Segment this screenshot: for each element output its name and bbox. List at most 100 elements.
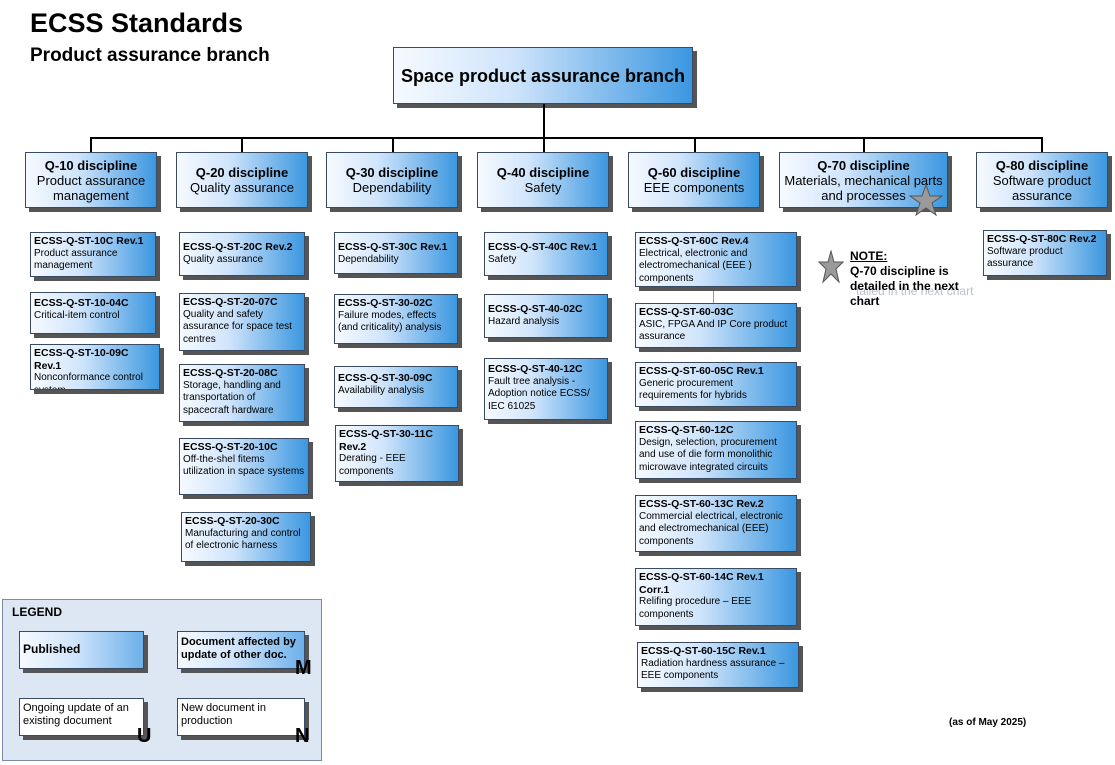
doc-title: Manufacturing and control of electronic … (185, 527, 301, 552)
doc-title: Electrical, electronic and electromechan… (639, 247, 752, 284)
doc-title: Design, selection, procurement and use o… (639, 436, 777, 473)
doc-title: Safety (488, 253, 517, 265)
discipline-name: Product assurance management (36, 173, 146, 203)
doc-title: Critical-item control (34, 309, 120, 321)
note-title: NOTE: (850, 249, 888, 263)
doc-box[interactable]: ECSS-Q-ST-60-12C Design, selection, proc… (635, 421, 797, 479)
doc-box[interactable]: ECSS-Q-ST-20-10C Off-the-shel fitems uti… (179, 438, 309, 495)
doc-box[interactable]: ECSS-Q-ST-40-02C Hazard analysis (484, 294, 608, 338)
note-ghost-text: tailed in the next chart (856, 284, 974, 298)
discipline-q10[interactable]: Q-10 discipline Product assurance manage… (25, 152, 157, 208)
doc-id: ECSS-Q-ST-40C Rev.1 (488, 241, 598, 253)
doc-box[interactable]: ECSS-Q-ST-10-09C Rev.1 Nonconformance co… (30, 344, 160, 390)
doc-box[interactable]: ECSS-Q-ST-20-08C Storage, handling and t… (179, 364, 305, 422)
discipline-q20[interactable]: Q-20 discipline Quality assurance (176, 152, 308, 208)
doc-box[interactable]: ECSS-Q-ST-20-07C Quality and safety assu… (179, 293, 305, 351)
doc-title: Derating - EEE components (339, 453, 406, 477)
doc-box[interactable]: ECSS-Q-ST-30-09C Availability analysis (334, 366, 458, 408)
doc-id: ECSS-Q-ST-60-05C Rev.1 (639, 365, 764, 377)
legend-letter-n: N (295, 725, 310, 747)
doc-box[interactable]: ECSS-Q-ST-60-15C Rev.1 Radiation hardnes… (637, 642, 799, 688)
doc-id: ECSS-Q-ST-20-07C (183, 296, 278, 308)
doc-id: ECSS-Q-ST-60-12C (639, 424, 734, 436)
discipline-name: Dependability (352, 180, 432, 195)
doc-title: Availability analysis (338, 384, 424, 396)
note-text: Q-70 discipline is detailed in the next … (850, 264, 959, 308)
doc-box[interactable]: ECSS-Q-ST-20C Rev.2 Quality assurance (179, 232, 305, 276)
connector-q20 (241, 137, 243, 153)
connector-root-down (543, 104, 545, 137)
discipline-name: EEE components (643, 180, 745, 195)
legend-new-label: New document in production (181, 702, 266, 727)
connector-q40 (543, 137, 545, 153)
legend-panel (2, 599, 322, 761)
doc-id: ECSS-Q-ST-30-11C Rev.2 (339, 428, 433, 453)
discipline-code: Q-80 discipline (995, 158, 1089, 173)
star-icon (818, 250, 844, 284)
discipline-name: Safety (524, 180, 562, 195)
legend-published-label: Published (23, 642, 81, 656)
doc-id: ECSS-Q-ST-30C Rev.1 (338, 241, 448, 253)
doc-box[interactable]: ECSS-Q-ST-40C Rev.1 Safety (484, 232, 608, 276)
doc-box[interactable]: ECSS-Q-ST-40-12C Fault tree analysis - A… (484, 358, 608, 420)
legend-ongoing-box: Ongoing update of an existing document (19, 698, 144, 736)
doc-id: ECSS-Q-ST-60-14C Rev.1 Corr.1 (639, 571, 764, 596)
doc-box[interactable]: ECSS-Q-ST-30C Rev.1 Dependability (334, 232, 458, 274)
discipline-code: Q-10 discipline (44, 158, 138, 173)
discipline-q40[interactable]: Q-40 discipline Safety (477, 152, 609, 208)
doc-box[interactable]: ECSS-Q-ST-30-02C Failure modes, effects … (334, 294, 458, 344)
connector-horizontal (90, 137, 1042, 139)
legend-title: LEGEND (12, 605, 63, 619)
doc-title: Radiation hardness assurance – EEE compo… (641, 657, 785, 682)
legend-ongoing-label: Ongoing update of an existing document (23, 702, 129, 727)
doc-id: ECSS-Q-ST-30-09C (338, 372, 433, 384)
root-box[interactable]: Space product assurance branch (393, 47, 693, 104)
discipline-code: Q-30 discipline (345, 165, 439, 180)
connector-q10 (90, 137, 92, 153)
discipline-q30[interactable]: Q-30 discipline Dependability (326, 152, 458, 208)
doc-box[interactable]: ECSS-Q-ST-60-03C ASIC, FPGA And IP Core … (635, 303, 797, 348)
doc-id: ECSS-Q-ST-60-13C Rev.2 (639, 498, 764, 510)
doc-box[interactable]: ECSS-Q-ST-10-04C Critical-item control (30, 292, 156, 334)
doc-box[interactable]: ECSS-Q-ST-60-14C Rev.1 Corr.1 Relifing p… (635, 568, 797, 626)
doc-id: ECSS-Q-ST-10-09C Rev.1 (34, 347, 129, 372)
doc-title: Fault tree analysis - Adoption notice EC… (488, 375, 590, 412)
discipline-q60[interactable]: Q-60 discipline EEE components (628, 152, 760, 208)
doc-title: Quality assurance (183, 253, 264, 265)
doc-box[interactable]: ECSS-Q-ST-60-05C Rev.1 Generic procureme… (635, 362, 797, 407)
doc-title: Off-the-shel fitems utilization in space… (183, 453, 305, 478)
connector-q60 (694, 137, 696, 153)
legend-published-box: Published (19, 631, 144, 669)
doc-title: Software product assurance (987, 245, 1063, 270)
doc-box[interactable]: ECSS-Q-ST-60C Rev.4 Electrical, electron… (635, 232, 797, 287)
page-title: ECSS Standards (30, 8, 244, 38)
star-icon (909, 184, 943, 216)
discipline-code: Q-20 discipline (195, 165, 289, 180)
discipline-name: Quality assurance (189, 180, 295, 195)
discipline-q70[interactable]: Q-70 discipline Materials, mechanical pa… (779, 152, 948, 208)
legend-affected-label: Document affected by update of other doc… (181, 636, 296, 661)
doc-box[interactable]: ECSS-Q-ST-60-13C Rev.2 Commercial electr… (635, 495, 797, 552)
doc-box[interactable]: ECSS-Q-ST-20-30C Manufacturing and contr… (181, 512, 311, 562)
doc-box[interactable]: ECSS-Q-ST-30-11C Rev.2 Derating - EEE co… (335, 425, 459, 482)
discipline-q80[interactable]: Q-80 discipline Software product assuran… (976, 152, 1108, 208)
doc-id: ECSS-Q-ST-10C Rev.1 (34, 235, 144, 247)
legend-affected-box: Document affected by update of other doc… (177, 631, 305, 669)
legend-letter-u: U (137, 725, 152, 747)
discipline-name: Software product assurance (992, 173, 1092, 203)
doc-title: Failure modes, effects (and criticality)… (338, 309, 442, 334)
doc-id: ECSS-Q-ST-60-03C (639, 306, 734, 318)
connector-q60-docs (713, 285, 714, 305)
doc-box[interactable]: ECSS-Q-ST-10C Rev.1 Product assurance ma… (30, 232, 156, 277)
doc-id: ECSS-Q-ST-80C Rev.2 (987, 233, 1097, 245)
doc-id: ECSS-Q-ST-60-15C Rev.1 (641, 645, 766, 657)
doc-title: Product assurance management (34, 247, 118, 272)
doc-box[interactable]: ECSS-Q-ST-80C Rev.2 Software product ass… (983, 230, 1107, 276)
doc-id: ECSS-Q-ST-20-10C (183, 441, 278, 453)
doc-id: ECSS-Q-ST-40-02C (488, 303, 583, 315)
connector-q80 (1041, 137, 1043, 153)
doc-id: ECSS-Q-ST-30-02C (338, 297, 433, 309)
doc-id: ECSS-Q-ST-10-04C (34, 297, 129, 309)
doc-title: Quality and safety assurance for space t… (183, 308, 292, 345)
doc-title: Generic procurement requirements for hyb… (639, 377, 747, 402)
